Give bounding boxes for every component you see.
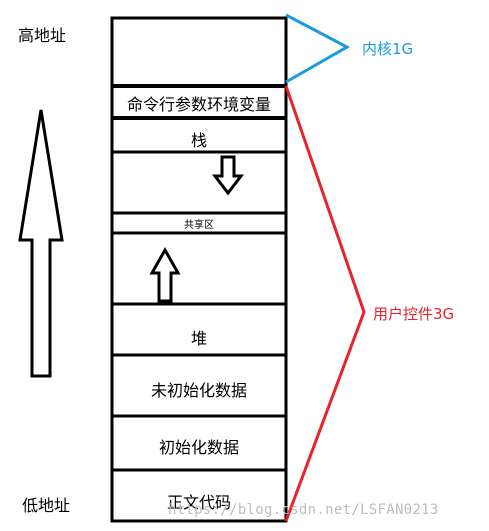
user-space-bracket xyxy=(284,85,366,522)
cmdline-env-segment-label: 命令行参数环境变量 xyxy=(126,95,271,114)
high-address-label: 高地址 xyxy=(18,26,67,45)
stack-segment-label: 栈 xyxy=(190,131,207,150)
data-segment-label: 初始化数据 xyxy=(158,438,239,457)
low-address-label: 低地址 xyxy=(22,496,71,515)
kernel-region-label: 内核1G xyxy=(362,40,414,58)
kernel-bracket xyxy=(285,13,351,84)
user-region-label: 用户控件3G xyxy=(373,305,455,323)
bss-segment-label: 未初始化数据 xyxy=(150,381,247,400)
shared-segment-label: 共享区 xyxy=(184,220,214,231)
address-up-arrow xyxy=(18,109,64,378)
heap-segment-label: 堆 xyxy=(190,329,207,348)
watermark-text: https://blog.csdn.net/LSFAN0213 xyxy=(168,502,439,518)
heap-grow-up-arrow xyxy=(149,246,181,303)
text-segment-label: 正文代码 xyxy=(166,493,231,512)
stack-grow-down-arrow xyxy=(211,155,245,196)
memory-column-outline xyxy=(110,16,288,523)
